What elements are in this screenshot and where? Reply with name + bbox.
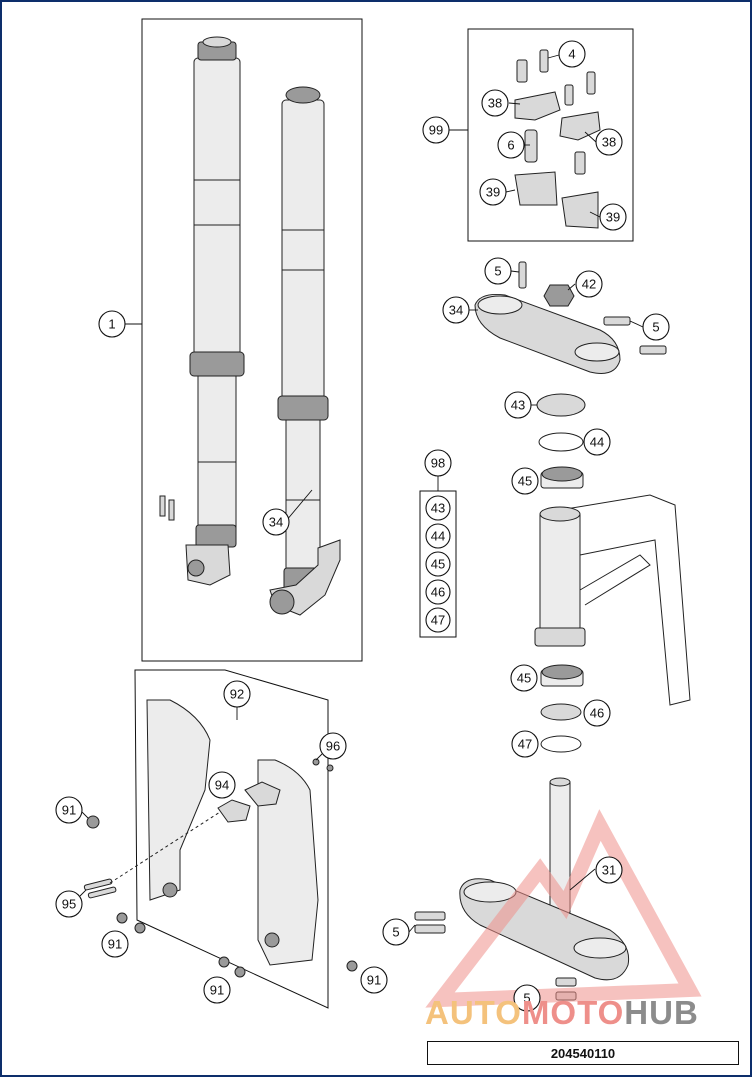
callout-91-bottom-right: 91 [360, 966, 388, 994]
wordmark-part-auto: AUTO [425, 994, 522, 1031]
diagram-reference-number: 204540110 [427, 1041, 739, 1065]
svg-text:1: 1 [108, 317, 115, 332]
svg-text:91: 91 [108, 937, 122, 952]
frame-head-tube [534, 494, 691, 706]
svg-text:91: 91 [210, 983, 224, 998]
wordmark-part-hub: HUB [624, 994, 699, 1031]
callout-47: 47 [511, 730, 539, 758]
callout-1: 1 [98, 310, 126, 338]
callout-91-bottom-left: 91 [101, 930, 129, 958]
callout-95: 95 [55, 890, 83, 918]
svg-text:45: 45 [518, 474, 532, 489]
callout-34-clamp: 34 [442, 296, 470, 324]
kit-item-43: 43 [425, 495, 451, 521]
bearing-45-upper [540, 466, 584, 489]
svg-text:96: 96 [326, 739, 340, 754]
fork-protectors [83, 699, 358, 978]
fork-leg-right [269, 86, 341, 616]
svg-text:43: 43 [431, 501, 445, 516]
callout-31: 31 [595, 856, 623, 884]
svg-text:4: 4 [568, 47, 575, 62]
svg-text:47: 47 [431, 613, 445, 628]
handlebar-clamp-kit-box [467, 28, 634, 242]
callout-43: 43 [504, 391, 532, 419]
svg-text:46: 46 [590, 706, 604, 721]
o-ring-44 [538, 432, 584, 452]
callout-5-lower-bottom: 5 [513, 984, 541, 1012]
callout-42: 42 [575, 270, 603, 298]
leader-lines [79, 54, 644, 933]
callout-6: 6 [497, 131, 525, 159]
callout-45-lower: 45 [510, 664, 538, 692]
svg-text:34: 34 [449, 303, 463, 318]
callout-92: 92 [223, 680, 251, 708]
svg-text:43: 43 [511, 398, 525, 413]
svg-text:46: 46 [431, 585, 445, 600]
svg-text:6: 6 [507, 138, 514, 153]
svg-text:45: 45 [517, 671, 531, 686]
callout-38-left: 38 [481, 89, 509, 117]
svg-text:99: 99 [429, 123, 443, 138]
o-ring-47 [540, 735, 582, 753]
svg-text:98: 98 [431, 456, 445, 471]
kit-item-45: 45 [425, 551, 451, 577]
bearing-45-lower [540, 664, 584, 687]
callout-94: 94 [208, 771, 236, 799]
callout-38-right: 38 [595, 128, 623, 156]
svg-text:34: 34 [269, 515, 283, 530]
svg-text:45: 45 [431, 557, 445, 572]
callout-4: 4 [558, 40, 586, 68]
wordmark-part-moto: MOTO [521, 994, 625, 1031]
kit-item-44: 44 [425, 523, 451, 549]
svg-text:44: 44 [431, 529, 445, 544]
callout-46: 46 [583, 699, 611, 727]
svg-text:94: 94 [215, 778, 229, 793]
bolt-path [109, 811, 221, 884]
callout-96: 96 [319, 732, 347, 760]
svg-text:5: 5 [494, 264, 501, 279]
svg-text:42: 42 [582, 277, 596, 292]
callout-39-right: 39 [599, 203, 627, 231]
svg-text:38: 38 [488, 96, 502, 111]
svg-text:38: 38 [602, 135, 616, 150]
dust-seal-43 [536, 393, 586, 417]
watermark-wordmark: AUTO MOTO HUB [425, 994, 699, 1034]
svg-text:39: 39 [606, 210, 620, 225]
svg-text:5: 5 [652, 320, 659, 335]
seal-46 [540, 703, 582, 721]
callout-91-left: 91 [55, 796, 83, 824]
callout-91-bottom-center: 91 [203, 976, 231, 1004]
svg-text:5: 5 [392, 925, 399, 940]
callout-5-upper-side: 5 [642, 313, 670, 341]
kit-item-46: 46 [425, 579, 451, 605]
callout-99: 99 [422, 116, 450, 144]
svg-text:31: 31 [602, 863, 616, 878]
svg-text:44: 44 [590, 435, 604, 450]
callout-44: 44 [583, 428, 611, 456]
callout-98: 98 [424, 449, 452, 477]
watermark-logo [425, 809, 702, 1008]
fork-group-box [141, 18, 363, 662]
callout-45-upper: 45 [511, 467, 539, 495]
svg-text:91: 91 [367, 973, 381, 988]
callout-39-left: 39 [479, 178, 507, 206]
fork-protector-group-box [134, 669, 329, 1009]
fork-leg-left [159, 36, 245, 586]
upper-triple-clamp [474, 261, 667, 374]
svg-text:91: 91 [62, 803, 76, 818]
callout-5-upper-top: 5 [484, 257, 512, 285]
svg-text:95: 95 [62, 897, 76, 912]
svg-text:47: 47 [518, 737, 532, 752]
svg-text:5: 5 [523, 991, 530, 1006]
handlebar-clamp-parts [514, 49, 601, 229]
kit-item-47: 47 [425, 607, 451, 633]
callout-34-fork: 34 [262, 508, 290, 536]
svg-text:92: 92 [230, 687, 244, 702]
callout-5-lower-left: 5 [382, 918, 410, 946]
svg-text:39: 39 [486, 185, 500, 200]
